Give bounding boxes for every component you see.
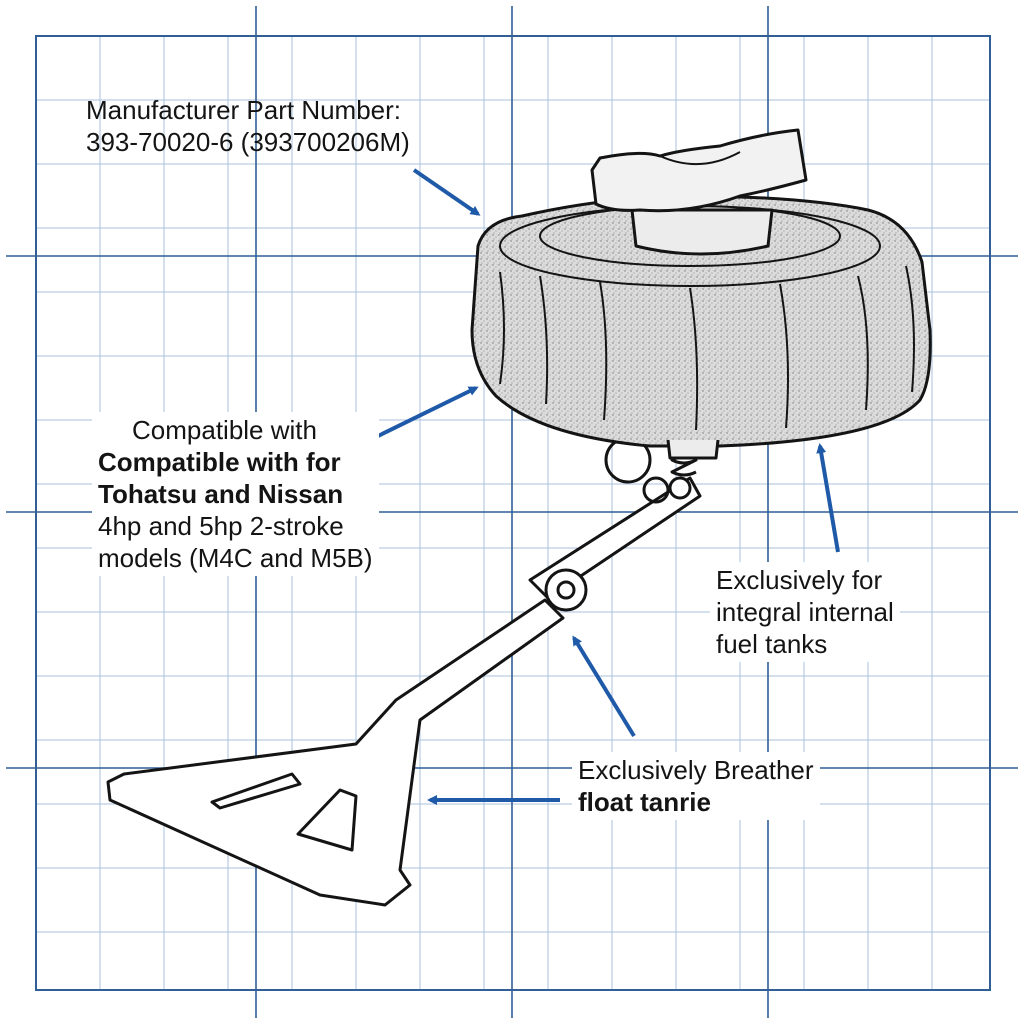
arrow-compatibility [377,386,479,438]
breather-line-1: Exclusively Breather [578,755,814,785]
part-number-heading: Manufacturer Part Number: [86,95,402,125]
breather-float-icon [106,436,702,907]
callout-breather: Exclusively Breather float tanrie [572,752,820,820]
compatibility-line-2: Compatible with for [98,447,341,477]
arrow-part-number [412,168,481,216]
tanks-line-3: fuel tanks [716,629,828,659]
callout-part-number: Manufacturer Part Number: 393-70020-6 (3… [86,94,410,158]
compatibility-line-3: Tohatsu and Nissan [98,479,344,509]
arrow-float-arm [572,635,636,738]
tanks-line-2: integral internal [716,597,894,627]
callout-compatibility: Compatible with Compatible with for Toha… [92,412,379,576]
arrow-tanks [816,443,840,553]
compatibility-line-5: models (M4C and M5B) [98,543,373,573]
tanks-line-1: Exclusively for [716,565,883,595]
compatibility-line-4: 4hp and 5hp 2-stroke [98,511,344,541]
fuel-cap-icon [470,128,932,460]
compatibility-line-1: Compatible with [132,415,317,445]
callout-tanks: Exclusively for integral internal fuel t… [710,562,900,662]
callout-arrows [377,168,840,805]
part-number-value: 393-70020-6 (393700206M) [86,127,410,157]
grid-border [35,35,991,991]
breather-line-2: float tanrie [578,787,711,817]
